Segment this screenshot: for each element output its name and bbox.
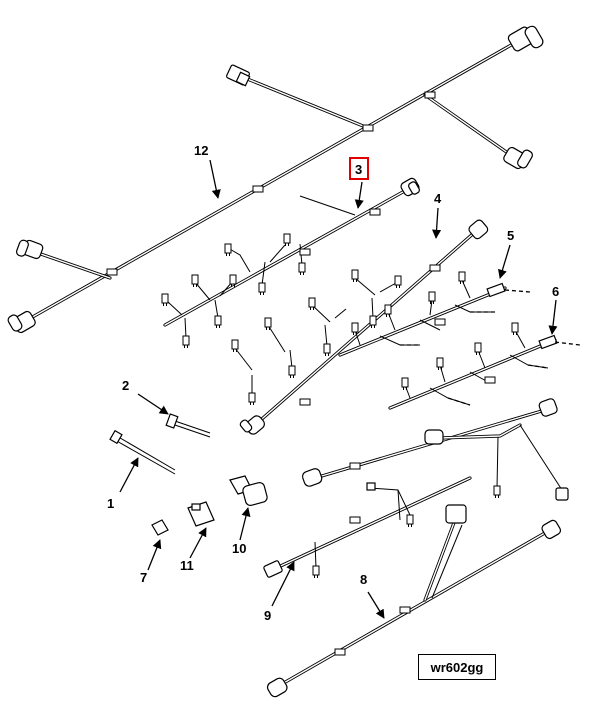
callout-2: 2 (122, 378, 129, 393)
callout-11: 11 (180, 558, 194, 573)
figure-reference-label: wr602gg (418, 654, 496, 680)
callout-leaders (119, 159, 558, 619)
callout-4: 4 (434, 191, 442, 206)
callout-3: 3 (355, 162, 362, 177)
callout-10: 10 (232, 541, 246, 556)
harness-3-breakouts (161, 208, 381, 349)
callout-5: 5 (507, 228, 514, 243)
harness-5 (338, 271, 531, 357)
harness-4-breakouts (231, 264, 441, 406)
harness-5-breakouts (351, 271, 495, 346)
callout-numbers: 12 3 4 5 6 2 1 7 11 10 9 8 (107, 143, 559, 623)
harness-8 (266, 504, 562, 698)
part-10-connector (229, 475, 268, 506)
part-11-connector (187, 501, 215, 527)
harness-12-connector-branch (503, 146, 533, 170)
callout-9: 9 (264, 608, 271, 623)
harness-12-connector-left (7, 310, 36, 334)
part-1-rod (109, 429, 176, 475)
harness-4 (231, 219, 489, 435)
callout-12: 12 (194, 143, 208, 158)
harness-12-plug-top (226, 64, 251, 87)
harness-12-connector-right (507, 25, 544, 52)
callout-7: 7 (140, 570, 147, 585)
harness-9 (263, 476, 472, 579)
harness-3 (161, 177, 420, 349)
harness-lower-large (301, 398, 569, 501)
callout-1: 1 (107, 496, 114, 511)
part-7-clip (151, 519, 169, 536)
harness-12 (7, 25, 544, 334)
harness-6-breakouts (401, 322, 549, 406)
harness-6 (388, 322, 581, 410)
callout-6: 6 (552, 284, 559, 299)
callout-8: 8 (360, 572, 367, 587)
callout-3-highlight-box (349, 157, 369, 180)
part-2-bolt (165, 413, 211, 438)
harness-12-connector-upper-left (16, 239, 44, 260)
